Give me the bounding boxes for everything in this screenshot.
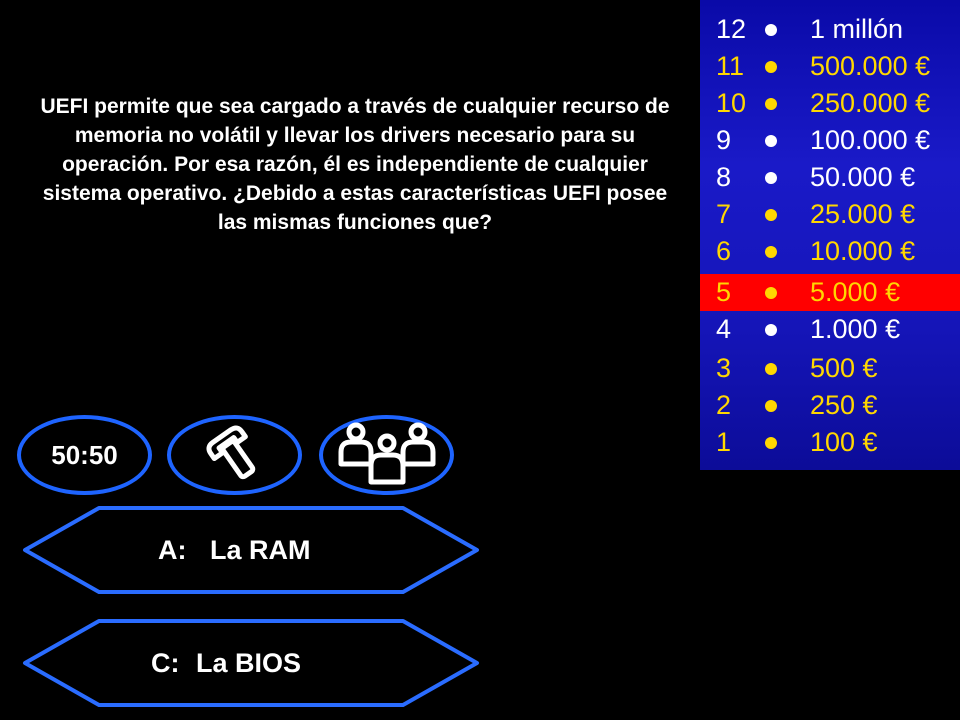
ladder-amount: 1.000 € bbox=[810, 314, 901, 344]
ladder-row-4: 4 1.000 € bbox=[700, 311, 960, 348]
ladder-level: 11 bbox=[716, 51, 745, 81]
ladder-dot-icon bbox=[765, 323, 777, 336]
ladder-row-10: 10 250.000 € bbox=[700, 85, 960, 122]
fifty-fifty-lifeline-button[interactable]: 50:50 bbox=[17, 415, 152, 495]
answer-a-text: La RAM bbox=[210, 535, 311, 565]
ladder-row-2: 2 250 € bbox=[700, 387, 960, 424]
answer-c-frame bbox=[23, 619, 479, 707]
ladder-dot-icon bbox=[765, 399, 777, 412]
answer-a-letter: A: bbox=[158, 535, 187, 565]
ladder-dot-icon bbox=[765, 245, 777, 258]
answer-c-letter: C: bbox=[151, 648, 180, 678]
answer-a-button[interactable]: A: La RAM bbox=[22, 505, 480, 595]
ladder-dot-icon bbox=[765, 171, 777, 184]
audience-icon bbox=[338, 422, 435, 485]
ladder-row-1: 1 100 € bbox=[700, 424, 960, 461]
ladder-level: 8 bbox=[716, 162, 732, 192]
ladder-row-7: 7 25.000 € bbox=[700, 196, 960, 233]
ladder-row-11: 11 500.000 € bbox=[700, 48, 960, 85]
ladder-row-8: 8 50.000 € bbox=[700, 159, 960, 196]
ladder-level: 5 bbox=[716, 277, 732, 307]
ladder-amount: 5.000 € bbox=[810, 277, 901, 307]
ask-audience-lifeline-button[interactable] bbox=[319, 415, 454, 495]
ladder-level: 4 bbox=[716, 314, 732, 344]
ladder-level: 7 bbox=[716, 199, 732, 229]
ladder-amount: 50.000 € bbox=[810, 162, 916, 192]
fifty-fifty-label: 50:50 bbox=[51, 439, 118, 470]
ladder-dot-icon bbox=[765, 362, 777, 375]
ladder-dot-icon bbox=[765, 286, 777, 299]
phone-a-friend-lifeline-button[interactable] bbox=[167, 415, 302, 495]
answer-c-button[interactable]: C: La BIOS bbox=[22, 618, 480, 708]
money-ladder: 12 1 millón 11 500.000 € 10 250.000 € 9 … bbox=[700, 0, 960, 470]
ladder-row-3: 3 500 € bbox=[700, 350, 960, 387]
ladder-amount: 1 millón bbox=[810, 14, 904, 44]
question-text: UEFI permite que sea cargado a través de… bbox=[40, 95, 670, 234]
ladder-dot-icon bbox=[765, 436, 777, 449]
ladder-level: 12 bbox=[716, 14, 747, 44]
ladder-level: 6 bbox=[716, 236, 732, 266]
ladder-amount: 250 € bbox=[810, 390, 878, 420]
ladder-row-5: 5 5.000 € bbox=[700, 274, 960, 311]
ladder-dot-icon bbox=[765, 60, 777, 73]
ladder-amount: 100 € bbox=[810, 427, 878, 457]
ladder-dot-icon bbox=[765, 23, 777, 36]
ladder-amount: 25.000 € bbox=[810, 199, 916, 229]
ladder-amount: 250.000 € bbox=[810, 88, 931, 118]
answer-a-frame bbox=[23, 506, 479, 594]
ladder-dot-icon bbox=[765, 97, 777, 110]
ladder-row-12: 12 1 millón bbox=[700, 11, 960, 48]
answer-c-text: La BIOS bbox=[196, 648, 302, 678]
ladder-row-6: 6 10.000 € bbox=[700, 233, 960, 270]
ladder-level: 3 bbox=[716, 353, 732, 383]
ladder-row-9: 9 100.000 € bbox=[700, 122, 960, 159]
ladder-level: 1 bbox=[716, 427, 732, 457]
ladder-amount: 500.000 € bbox=[810, 51, 931, 81]
ladder-dot-icon bbox=[765, 134, 777, 147]
ladder-level: 2 bbox=[716, 390, 732, 420]
ladder-amount: 500 € bbox=[810, 353, 878, 383]
ladder-dot-icon bbox=[765, 208, 777, 221]
ladder-level: 10 bbox=[716, 88, 747, 118]
ladder-level: 9 bbox=[716, 125, 732, 155]
ladder-amount: 10.000 € bbox=[810, 236, 916, 266]
ladder-amount: 100.000 € bbox=[810, 125, 931, 155]
phone-icon bbox=[205, 425, 255, 480]
